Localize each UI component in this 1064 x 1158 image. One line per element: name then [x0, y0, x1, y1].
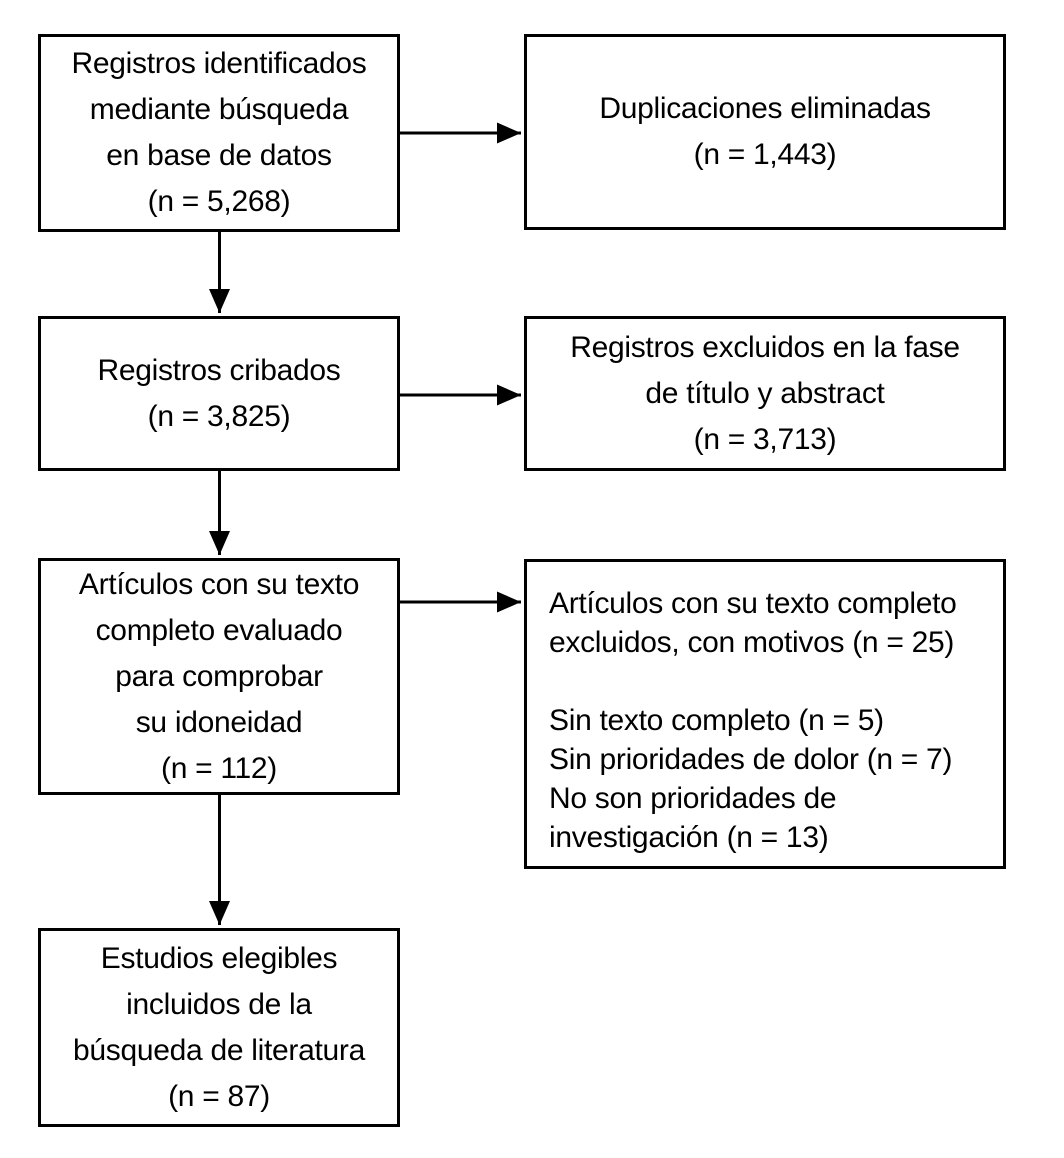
box-duplicates-removed: Duplicaciones eliminadas (n = 1,443) — [524, 34, 1006, 230]
box-records-excluded-title-abstract: Registros excluidos en la fase de título… — [524, 316, 1006, 471]
box-studies-included: Estudios elegibles incluidos de la búsqu… — [38, 928, 400, 1127]
box-fulltext-assessed: Artículos con su texto completo evaluado… — [38, 558, 400, 795]
box-records-screened: Registros cribados (n = 3,825) — [38, 316, 400, 471]
box-fulltext-excluded-reasons: Artículos con su texto completo excluido… — [524, 559, 1006, 869]
box-records-identified: Registros identificados mediante búsqued… — [38, 34, 400, 232]
